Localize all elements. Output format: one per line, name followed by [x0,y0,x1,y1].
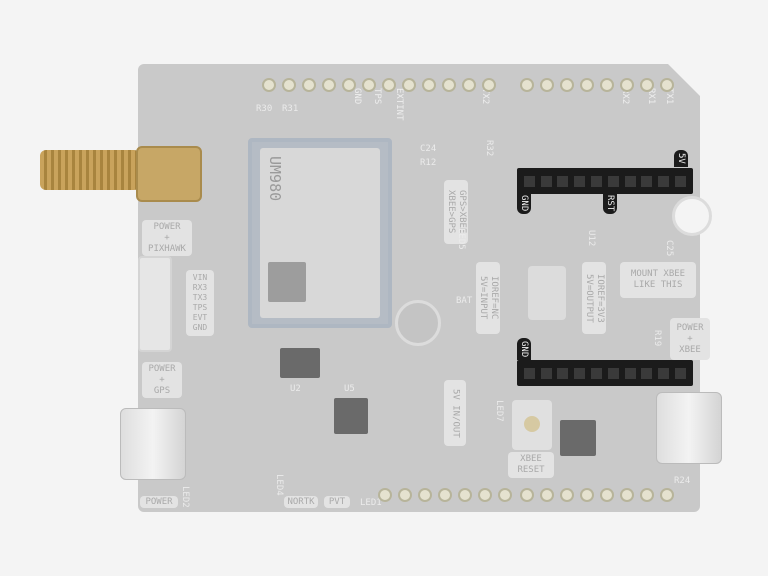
silk-label: LED4 [274,474,284,496]
power-xbee-label: POWER + XBEE [670,318,710,360]
gnd-tag: GND [517,192,531,215]
header-pad [398,488,412,502]
silk-label: R19 [652,330,662,347]
header-pad [660,78,674,92]
pin-label: GND [352,88,362,105]
header-pad [362,78,376,92]
nortk-label: NORTK [284,496,318,508]
header-pad [600,488,614,502]
header-pad [520,488,534,502]
power-gps-label: POWER + GPS [142,362,182,398]
xbee-header-bottom [517,360,693,386]
header-pad [540,78,554,92]
silk-label: U2 [290,384,301,394]
pin-label: TX2 [480,88,490,105]
pin-label: RX2 [620,88,630,105]
battery-pad [395,300,441,346]
header-pad [442,78,456,92]
gps-xbee-label: GPS>XBEE XBEE>GPS [444,180,468,244]
rst-tag: RST [603,192,617,215]
silk-label: C24 [420,144,437,154]
sma-connector-base [136,146,202,202]
silk-label: LED7 [494,400,504,422]
header-pad [580,78,594,92]
silk-label: LED1 [360,498,382,508]
pcb-board [138,64,700,512]
header-pad [482,78,496,92]
header-pad [342,78,356,92]
qr-code [268,262,306,302]
header-pad [580,488,594,502]
header-pad [640,78,654,92]
pvt-label: PVT [324,496,350,508]
header-pad [418,488,432,502]
header-pad [262,78,276,92]
header-pad [378,488,392,502]
ioref-nc-label: IOREF=NC 5V=INPUT [476,262,500,334]
header-pad [302,78,316,92]
header-pad [322,78,336,92]
xbee-reset-button[interactable] [512,400,552,450]
header-pad [458,488,472,502]
header-pad [478,488,492,502]
xbee-reset-label: XBEE RESET [508,452,554,478]
usb-c-port-xbee[interactable] [656,392,722,464]
header-pad [560,78,574,92]
pixhawk-connector[interactable] [138,256,172,352]
mount-xbee-label: MOUNT XBEE LIKE THIS [620,262,696,298]
silk-label: R12 [420,158,437,168]
silk-label: U5 [344,384,355,394]
header-pad [540,488,554,502]
silk-label: R30 [256,104,273,114]
header-pad [498,488,512,502]
silk-label: BAT [456,296,473,306]
power-led-label: POWER [140,496,178,508]
pin-label: EXTINT [394,88,404,121]
silk-label: R24 [674,476,691,486]
xbee-header-top [517,168,693,194]
ic-chip [560,420,596,456]
mounting-hole [672,196,712,236]
header-pad [640,488,654,502]
header-pad [620,488,634,502]
header-pad [422,78,436,92]
header-pad [402,78,416,92]
header-pad [620,78,634,92]
pin-label: TX1 [664,88,674,105]
header-pad [382,78,396,92]
silk-label: LED2 [180,486,190,508]
header-pad [282,78,296,92]
header-pad [660,488,674,502]
ioref-switch[interactable] [528,266,566,320]
silk-label: R31 [282,104,299,114]
header-pad [600,78,614,92]
gnd-tag: GND [517,338,531,361]
silk-label: C25 [664,240,674,257]
usb-c-port-gps[interactable] [120,408,186,480]
header-pad [462,78,476,92]
ic-chip [334,398,368,434]
silk-label: R32 [484,140,494,157]
silk-label: U12 [586,230,596,247]
header-pad [438,488,452,502]
header-pad [520,78,534,92]
5v-io-label: 5V IN/OUT [444,380,466,446]
pin-label: TPS [372,88,382,105]
power-pixhawk-label: POWER + PIXHAWK [142,220,192,256]
sma-antenna-connector [40,150,140,190]
ic-chip [280,348,320,378]
module-label: UM980 [266,156,284,202]
pixhawk-pins-label: VIN RX3 TX3 TPS EVT GND [186,270,214,336]
header-pad [560,488,574,502]
silk-label: LED5 [456,228,466,250]
5v-tag: 5V [674,150,688,167]
ioref-3v3-label: IOREF=3V3 5V=OUTPUT [582,262,606,334]
pin-label: RX1 [646,88,656,105]
